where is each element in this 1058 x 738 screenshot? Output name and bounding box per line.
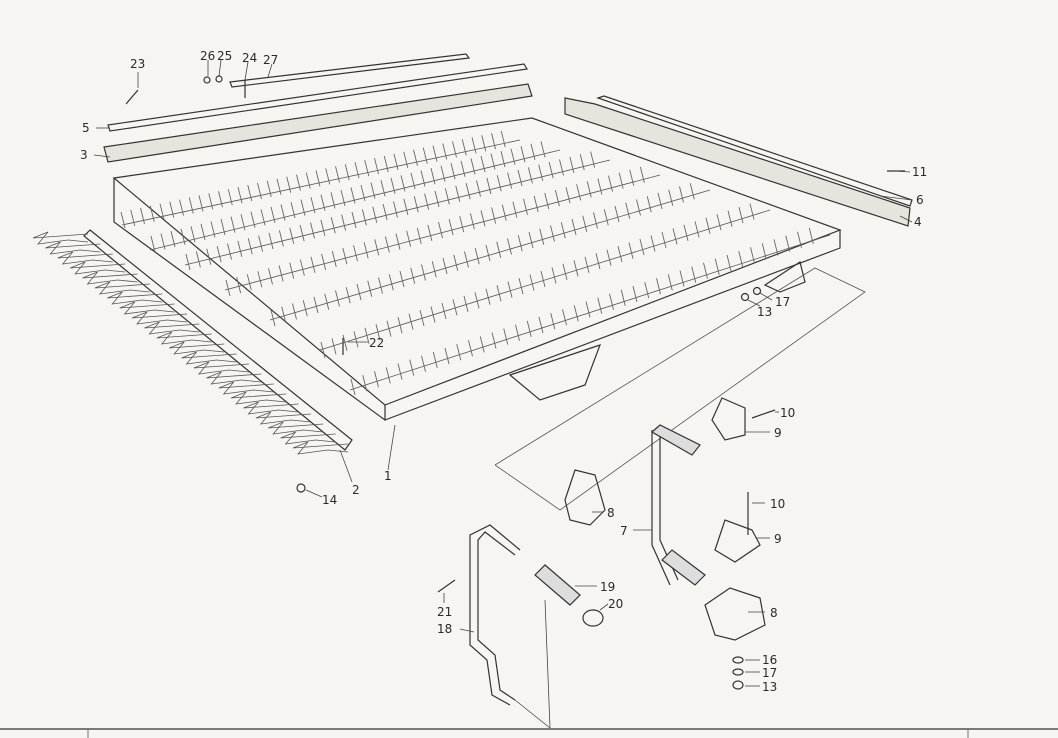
grip-upper <box>650 424 701 456</box>
callout-25: 25 <box>217 49 232 63</box>
callout-7: 7 <box>620 524 628 538</box>
callout-26: 26 <box>200 49 215 63</box>
grip-part-19 <box>534 564 581 606</box>
strip-part-27 <box>229 53 471 88</box>
grip-lower <box>661 549 706 586</box>
washer-part-16 <box>732 656 744 664</box>
handle-part-18 <box>469 524 521 706</box>
seal-strip-part-4 <box>564 97 911 227</box>
tray-support-front <box>508 344 602 401</box>
seal-strip-part-3 <box>103 83 533 163</box>
bolt-part-10-upper <box>751 409 776 419</box>
callout-3: 3 <box>80 148 88 162</box>
callout-13-upper: 13 <box>757 305 772 319</box>
callout-17-lower: 17 <box>762 666 777 680</box>
callout-14: 14 <box>322 493 337 507</box>
sieve-tray-part-1 <box>112 117 842 422</box>
callout-18: 18 <box>437 622 452 636</box>
callout-24: 24 <box>242 51 257 65</box>
washer-part-17-lower <box>732 668 744 676</box>
callout-9-upper: 9 <box>774 426 782 440</box>
callout-1: 1 <box>384 469 392 483</box>
callout-10-upper: 10 <box>780 406 795 420</box>
callout-8-lower: 8 <box>770 606 778 620</box>
callout-2: 2 <box>352 483 360 497</box>
tray-support-rear <box>763 261 806 293</box>
callout-19: 19 <box>600 580 615 594</box>
bracket-part-8-upper <box>564 469 606 526</box>
callout-9-lower: 9 <box>774 532 782 546</box>
comb-teeth <box>32 231 349 455</box>
washer-part-20 <box>582 609 604 627</box>
sieve-slots <box>120 130 814 396</box>
comb-strip-part-2 <box>32 229 353 455</box>
callout-17-upper: 17 <box>775 295 790 309</box>
bracket-part-8-lower <box>704 587 766 641</box>
callout-20: 20 <box>608 597 623 611</box>
callout-labels: 1 2 3 4 5 6 7 8 8 9 9 10 10 11 13 13 14 … <box>80 49 927 694</box>
callout-10-lower: 10 <box>770 497 785 511</box>
strip-part-6 <box>596 95 913 207</box>
small-parts <box>125 75 905 493</box>
nut-part-13-lower <box>732 680 744 690</box>
callout-8-upper: 8 <box>607 506 615 520</box>
callout-6: 6 <box>916 193 924 207</box>
frame-border <box>0 728 1058 738</box>
leader-lines <box>93 59 913 729</box>
callout-13-lower: 13 <box>762 680 777 694</box>
callout-23: 23 <box>130 57 145 71</box>
callout-5: 5 <box>82 121 90 135</box>
callout-22: 22 <box>369 336 384 350</box>
strip-part-5 <box>107 63 528 132</box>
callout-21: 21 <box>437 605 452 619</box>
bracket-part-9-upper <box>711 397 746 441</box>
base-plate-outline <box>494 267 866 511</box>
bracket-part-9-lower <box>714 519 761 563</box>
pin-part-21 <box>437 579 456 593</box>
callout-27: 27 <box>263 53 278 67</box>
callout-11: 11 <box>912 165 927 179</box>
callout-16: 16 <box>762 653 777 667</box>
callout-4: 4 <box>914 215 922 229</box>
